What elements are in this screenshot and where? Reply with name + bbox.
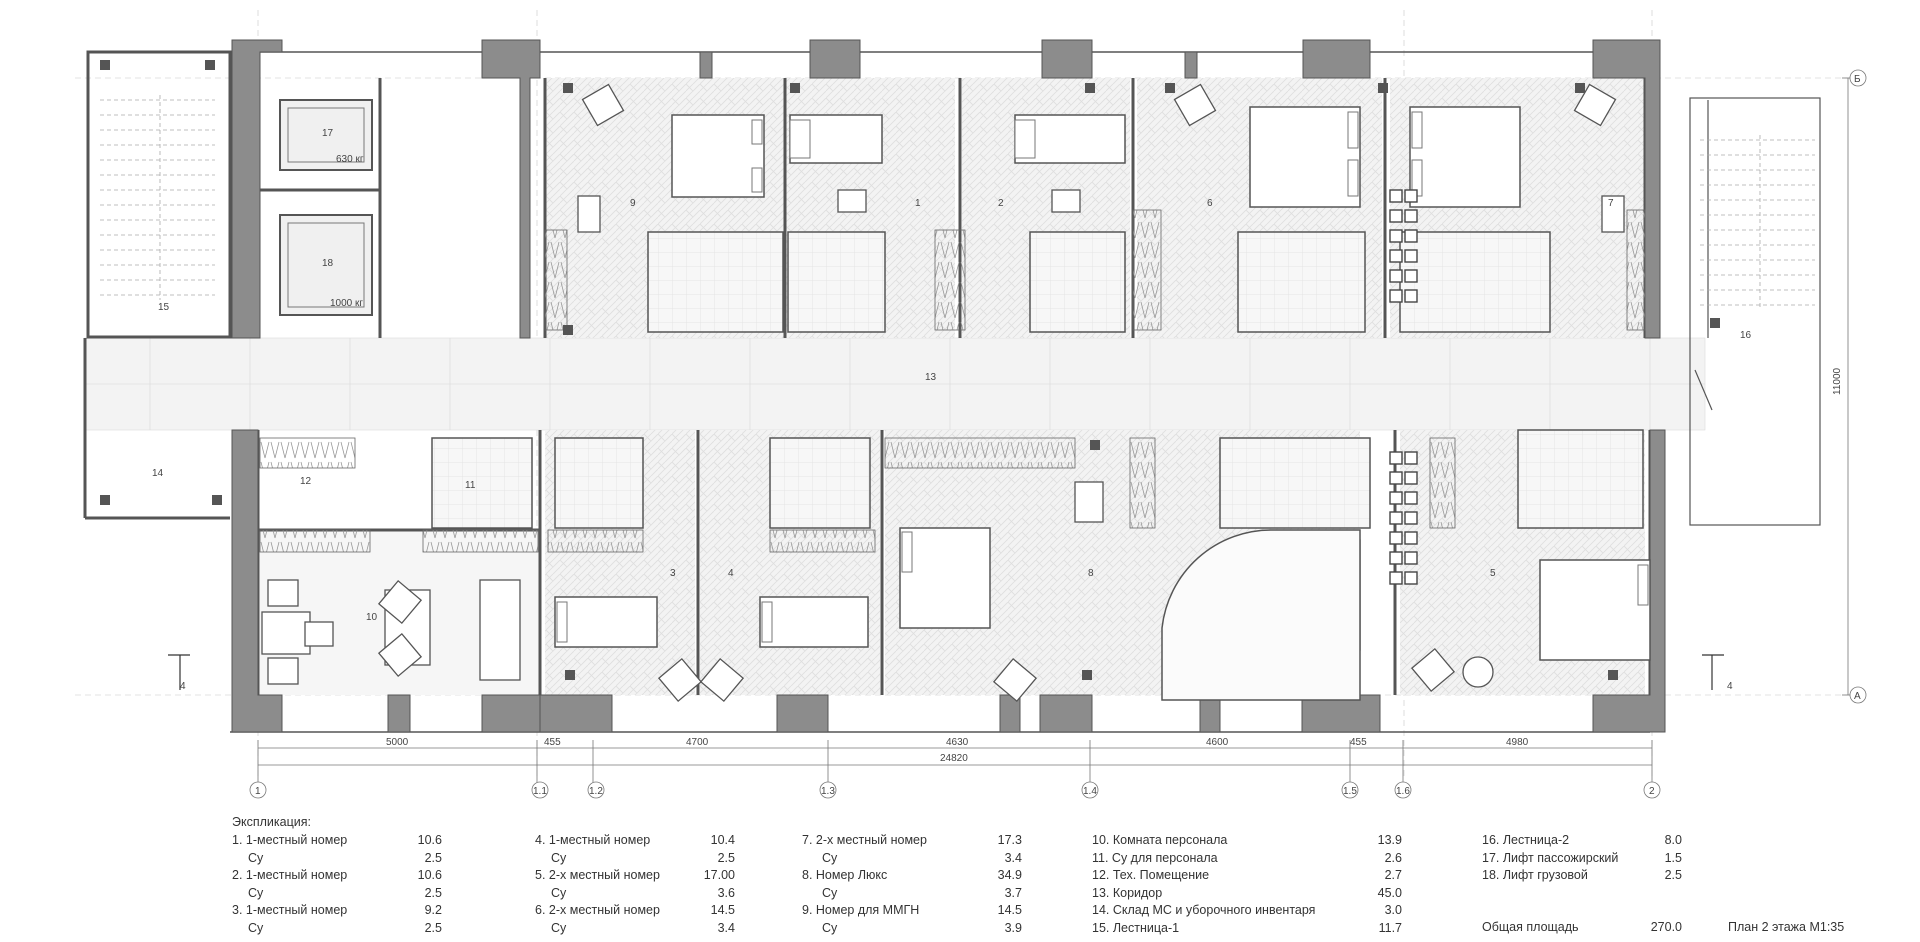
room-number-12: 12	[300, 476, 312, 487]
dimension-height: 11000	[1832, 367, 1843, 395]
axis-label: 1.6	[1396, 786, 1410, 797]
structural-columns	[231, 39, 1666, 733]
room-number-5: 5	[1490, 568, 1496, 579]
plan-caption: План 2 этажа М1:35	[1728, 920, 1845, 934]
stair-1	[100, 95, 215, 300]
small-columns	[100, 60, 1720, 680]
lift-18-capacity: 1000 кг	[330, 298, 363, 309]
axis-label: А	[1854, 691, 1861, 702]
axis-label: 2	[1649, 786, 1655, 797]
axis-label: 1.5	[1343, 786, 1357, 797]
section-label: 4	[180, 681, 186, 692]
axis-label: 1.3	[821, 786, 835, 797]
storage-cubes	[1389, 189, 1418, 585]
room-number-14: 14	[152, 468, 164, 479]
room-number-2: 2	[998, 198, 1004, 209]
total-area-label: Общая площадь	[1482, 920, 1579, 934]
wardrobes	[259, 209, 1646, 553]
axis-label: 1.4	[1083, 786, 1097, 797]
dimension-total: 24820	[940, 753, 968, 764]
bathrooms	[431, 231, 1644, 529]
beds	[554, 106, 1651, 661]
axis-label: 1	[255, 786, 261, 797]
legend-title: Экспликация:	[232, 815, 311, 829]
total-area-row: Общая площадь 270.0	[1482, 919, 1682, 937]
lift-cabins	[287, 107, 365, 308]
room-number-17: 17	[322, 128, 334, 139]
axis-bubbles	[249, 69, 1867, 799]
room-number-16: 16	[1740, 330, 1752, 341]
room-number-6: 6	[1207, 198, 1213, 209]
corridor-joints	[85, 338, 1705, 430]
room-number-18: 18	[322, 258, 334, 269]
axis-label: Б	[1854, 74, 1861, 85]
dimension-text: 455	[544, 737, 561, 748]
dimension-text: 4980	[1506, 737, 1529, 748]
room-number-9: 9	[630, 198, 636, 209]
dimension-text: 4630	[946, 737, 969, 748]
lift-shafts	[279, 99, 373, 316]
dimension-text: 4600	[1206, 737, 1229, 748]
room-number-1: 1	[915, 198, 921, 209]
room-number-4: 4	[728, 568, 734, 579]
room-number-15: 15	[158, 302, 170, 313]
axis-label: 1.1	[533, 786, 547, 797]
section-label: 4	[1727, 681, 1733, 692]
room-number-7: 7	[1608, 198, 1614, 209]
dimension-text: 5000	[386, 737, 409, 748]
pillows	[556, 111, 1649, 643]
dimension-text: 455	[1350, 737, 1367, 748]
room-number-11: 11	[465, 480, 476, 491]
dimension-text: 4700	[686, 737, 709, 748]
axis-label: 1.2	[589, 786, 603, 797]
lounge-arc	[1161, 529, 1361, 701]
total-area-value: 270.0	[1650, 920, 1682, 934]
section-marks	[168, 654, 1724, 690]
room-number-10: 10	[366, 612, 378, 623]
stair-2	[1700, 135, 1815, 310]
room-number-3: 3	[670, 568, 676, 579]
room-number-8: 8	[1088, 568, 1094, 579]
room-number-13: 13	[925, 372, 937, 383]
lift-17-capacity: 630 кг	[336, 154, 364, 165]
